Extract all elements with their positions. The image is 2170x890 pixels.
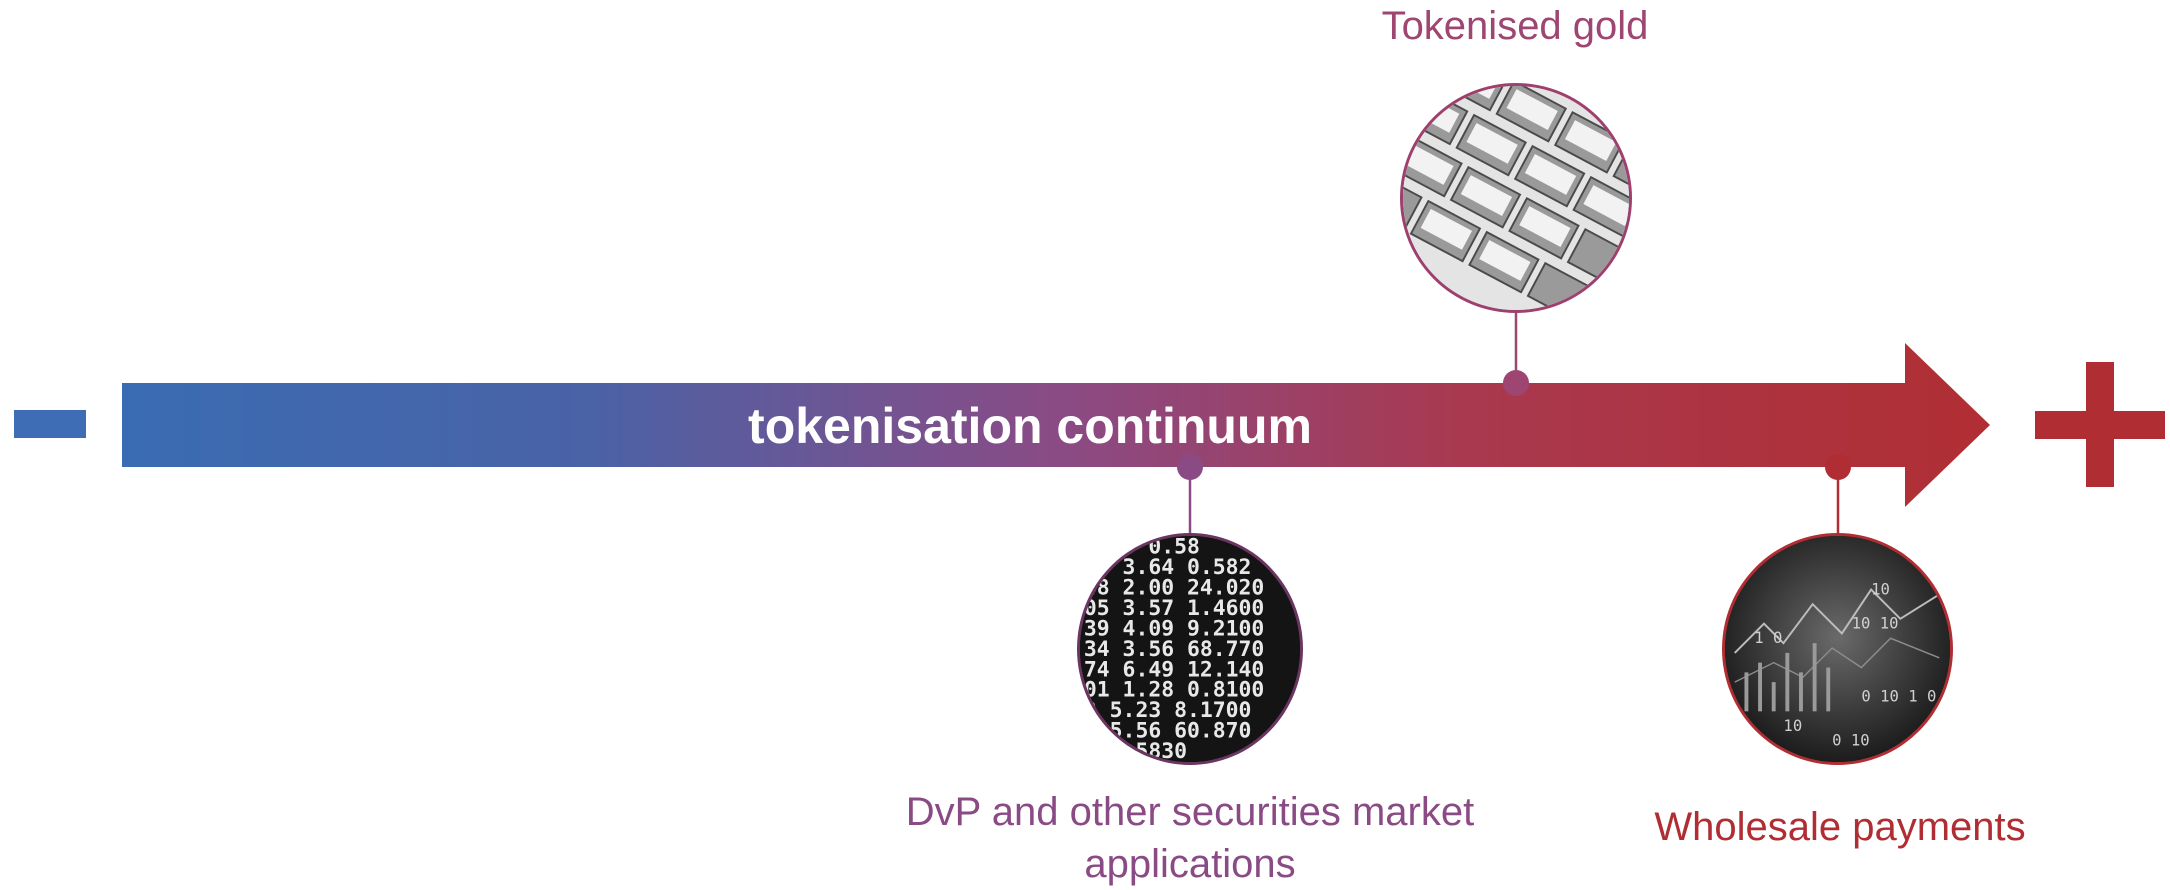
payment-digit: 1 0 xyxy=(1754,629,1782,647)
gold-connector-dot xyxy=(1503,370,1529,396)
payments-connector-dot xyxy=(1825,454,1851,480)
ticker-row: 05 3.57 1.4600 xyxy=(1084,596,1264,621)
payment-digit: 10 xyxy=(1871,580,1890,598)
ticker-row: 01 1.28 0.8100 xyxy=(1084,678,1264,703)
plus-sign xyxy=(2035,362,2165,487)
ticker-row: 74 6.49 12.140 xyxy=(1084,657,1264,682)
payment-digit: 0 10 1 0 xyxy=(1861,688,1936,706)
minus-sign xyxy=(14,410,86,438)
gold-bars-photo xyxy=(1400,83,1632,313)
ticker-row: 39 4.09 9.2100 xyxy=(1084,616,1264,641)
payment-digit: 10 10 xyxy=(1852,615,1899,633)
tokenised-gold-caption: Tokenised gold xyxy=(1381,4,1649,48)
payment-digit: 0 10 xyxy=(1832,731,1870,749)
financial-data-image: 10 10 10 1 0 0 10 1 0 10 0 10 xyxy=(1725,536,1950,762)
continuum-label: tokenisation continuum xyxy=(748,398,1312,454)
securities-caption: DvP and other securities market applicat… xyxy=(905,790,1475,886)
gold-bars-image xyxy=(1403,86,1629,310)
ticker-row: 48 2.00 24.020 xyxy=(1084,575,1264,600)
payment-digit: 10 xyxy=(1783,717,1802,735)
ticker-row: 9 5.23 8.1700 xyxy=(1084,698,1252,723)
financial-data-photo: 10 10 10 1 0 0 10 1 0 10 0 10 xyxy=(1722,533,1953,765)
securities-connector-dot xyxy=(1177,454,1203,480)
wholesale-payments-caption: Wholesale payments xyxy=(1654,805,2026,849)
ticker-row: 34 3.56 68.770 xyxy=(1084,637,1264,662)
